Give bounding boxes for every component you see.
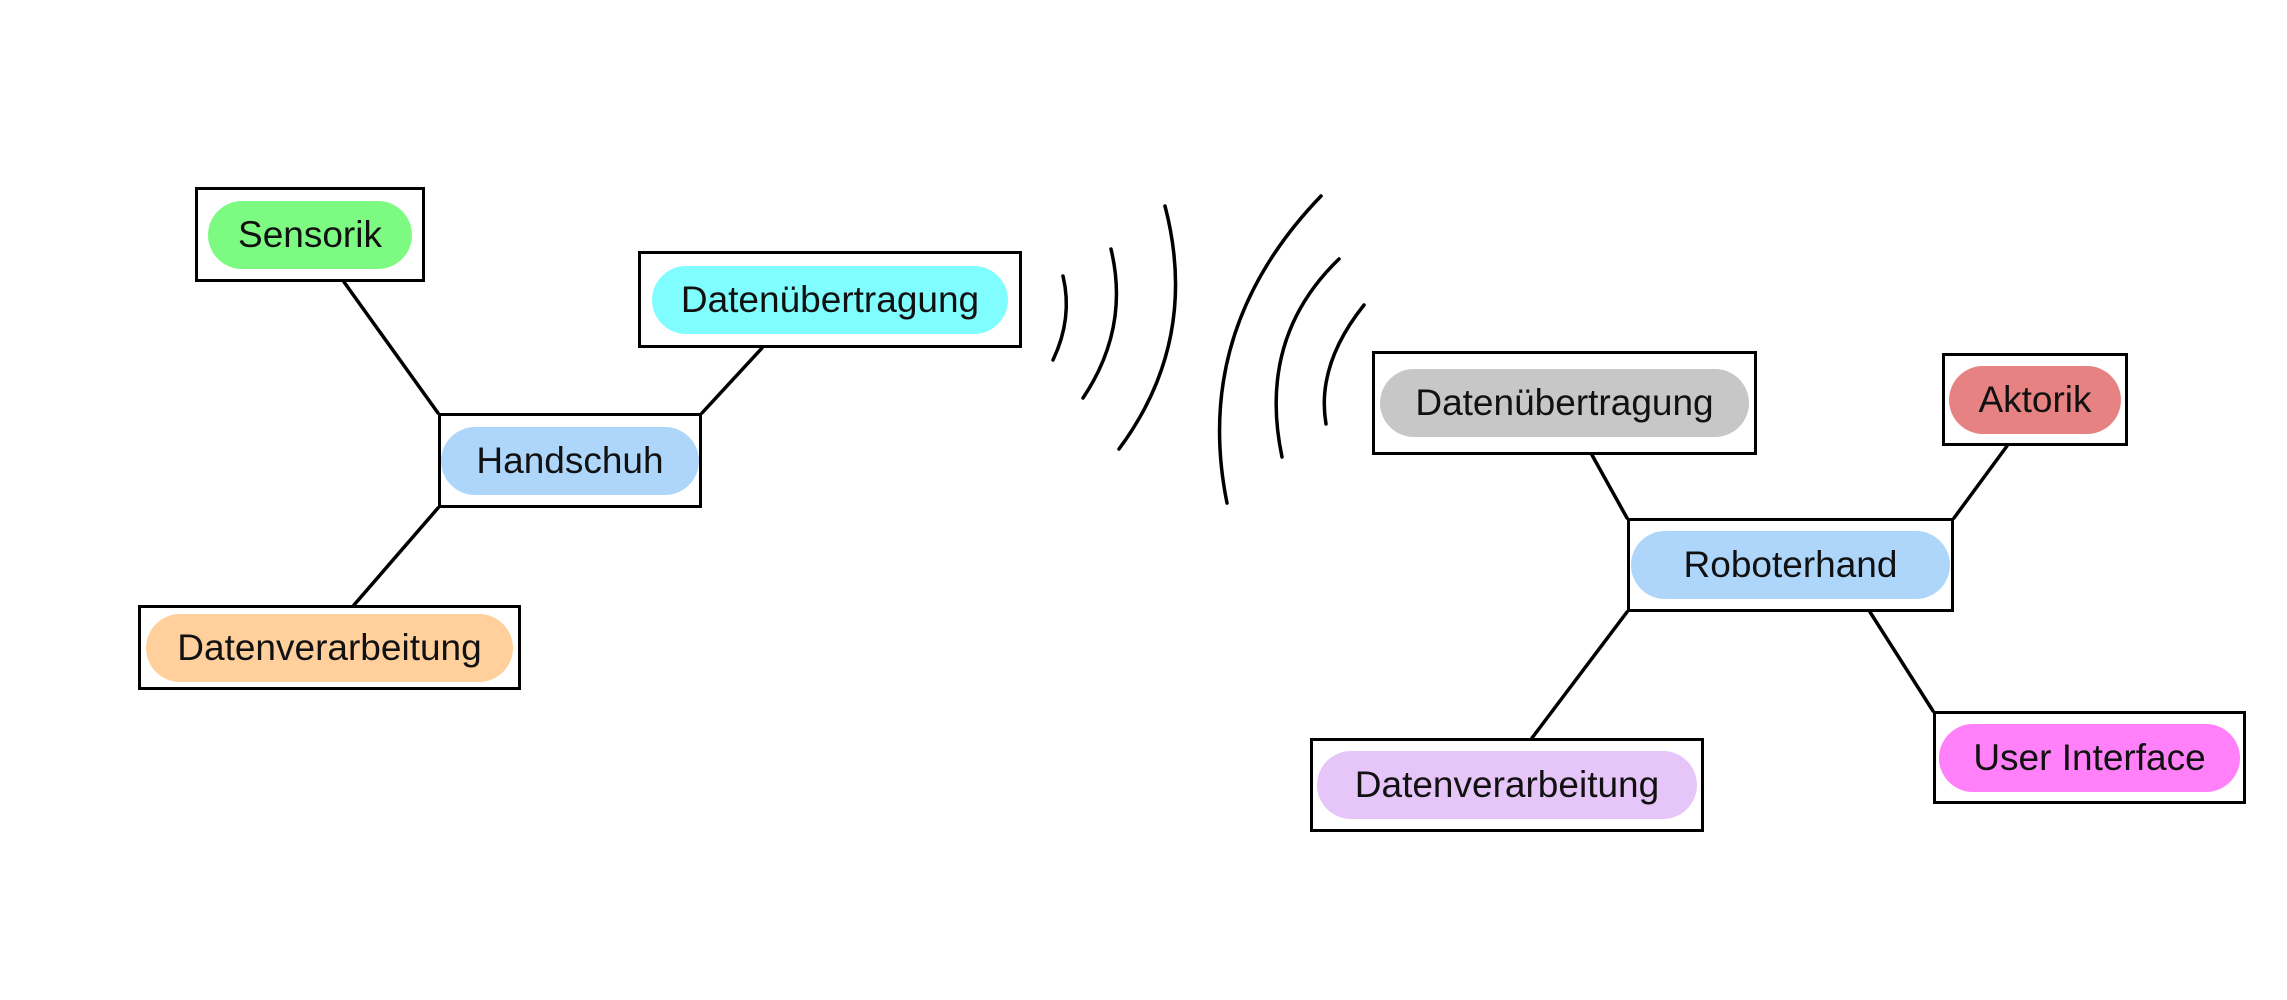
pill-datenuebertragung-left: Datenübertragung bbox=[652, 265, 1008, 334]
pill-handschuh: Handschuh bbox=[441, 426, 699, 495]
pill-roboterhand: Roboterhand bbox=[1631, 531, 1950, 599]
connector-handschuh-transfer bbox=[700, 346, 764, 415]
node-datenverarbeitung-left[interactable]: Datenverarbeitung bbox=[138, 605, 521, 690]
pill-datenverarbeitung-left: Datenverarbeitung bbox=[146, 613, 513, 682]
connector-roboterhand-aktorik bbox=[1952, 444, 2009, 520]
pill-datenuebertragung-right: Datenübertragung bbox=[1380, 369, 1749, 437]
pill-sensorik: Sensorik bbox=[208, 200, 412, 269]
pill-datenverarbeitung-right: Datenverarbeitung bbox=[1317, 751, 1697, 819]
node-sensorik[interactable]: Sensorik bbox=[195, 187, 425, 282]
connector-handschuh-processing bbox=[352, 506, 440, 607]
label-datenverarbeitung-right: Datenverarbeitung bbox=[1354, 764, 1660, 805]
signal-wave-left-3 bbox=[1117, 204, 1178, 451]
node-user-interface[interactable]: User Interface bbox=[1933, 711, 2246, 804]
node-datenuebertragung-right[interactable]: Datenübertragung bbox=[1372, 351, 1757, 455]
label-datenuebertragung-left: Datenübertragung bbox=[680, 278, 980, 320]
node-handschuh[interactable]: Handschuh bbox=[438, 413, 702, 508]
connector-transfer-roboterhand bbox=[1590, 453, 1629, 520]
wireless-signal-icon bbox=[1051, 194, 1366, 505]
node-datenverarbeitung-right[interactable]: Datenverarbeitung bbox=[1310, 738, 1704, 832]
connector-sensorik-handschuh bbox=[342, 280, 440, 415]
pill-user-interface: User Interface bbox=[1939, 723, 2240, 792]
node-aktorik[interactable]: Aktorik bbox=[1942, 353, 2128, 446]
label-sensorik: Sensorik bbox=[238, 213, 382, 255]
signal-wave-right-1 bbox=[1322, 303, 1366, 426]
label-roboterhand: Roboterhand bbox=[1683, 544, 1898, 585]
label-datenverarbeitung-left: Datenverarbeitung bbox=[177, 626, 482, 668]
label-datenuebertragung-right: Datenübertragung bbox=[1415, 382, 1714, 423]
signal-wave-left-2 bbox=[1081, 247, 1119, 400]
signal-wave-right-3 bbox=[1217, 194, 1323, 505]
signal-wave-left-1 bbox=[1051, 274, 1069, 362]
label-aktorik: Aktorik bbox=[1978, 378, 2092, 420]
pill-aktorik: Aktorik bbox=[1949, 365, 2121, 434]
connector-roboterhand-processing bbox=[1530, 610, 1629, 740]
connector-roboterhand-ui bbox=[1868, 610, 1935, 713]
node-roboterhand[interactable]: Roboterhand bbox=[1627, 518, 1954, 612]
node-datenuebertragung-left[interactable]: Datenübertragung bbox=[638, 251, 1022, 348]
label-handschuh: Handschuh bbox=[476, 439, 664, 481]
signal-wave-right-2 bbox=[1274, 257, 1341, 459]
label-user-interface: User Interface bbox=[1973, 736, 2206, 778]
